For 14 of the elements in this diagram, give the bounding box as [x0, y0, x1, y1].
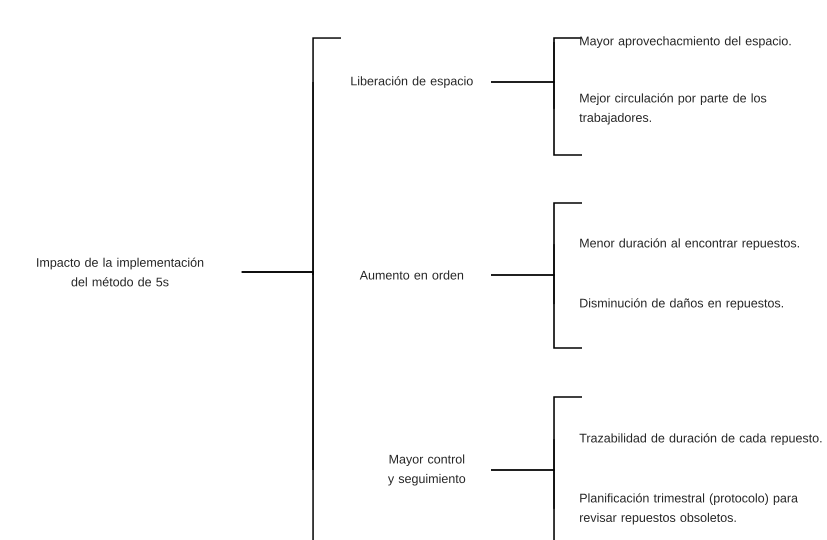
connector-line [491, 469, 555, 509]
leaf-text: Menor duración al encontrar repuestos. [580, 238, 799, 250]
leaf-text: Trazabilidad de duración de cada repuesto. [579, 433, 822, 445]
connector-line [242, 271, 314, 470]
leaf-text: Mayor aprovechacmiento del espacio. [580, 36, 791, 48]
branch-label: Aumento en orden [360, 270, 464, 280]
branch-label: Liberación de espacio [351, 76, 473, 88]
connector-line [491, 274, 555, 304]
leaf-text: Mejor circulación por parte de los trabajadores. [579, 93, 766, 124]
leaf-text: Disminución de daños en repuestos. [580, 298, 783, 310]
branch-label: Mayor control y seguimiento [388, 454, 466, 486]
root-label: Impacto de la implementación del método de 5s [37, 258, 204, 286]
connector-line [491, 81, 555, 109]
leaf-text: Planificación trimestral (protocolo) para revisar repuestos obsoletos. [580, 493, 798, 524]
